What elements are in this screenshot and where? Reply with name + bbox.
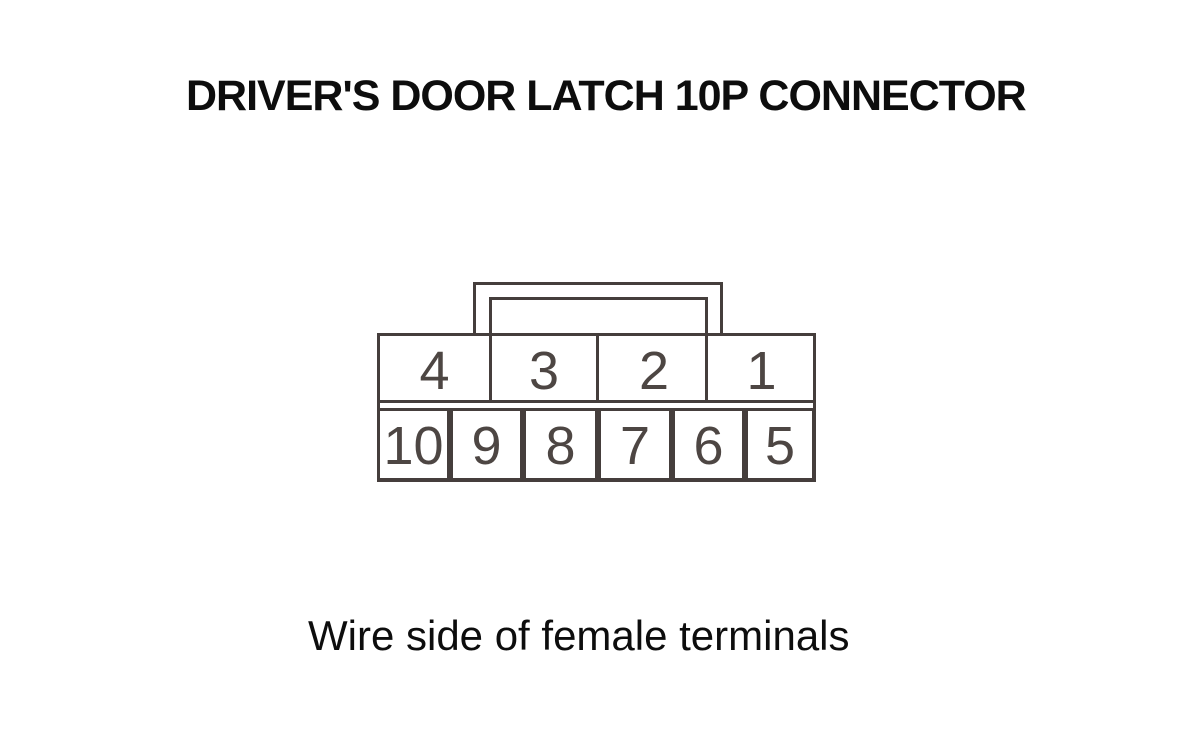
pin-cell-6: 6 (672, 408, 745, 481)
pin-cell-10: 10 (377, 408, 450, 481)
pin-cell-1: 1 (746, 341, 777, 401)
pin-cell-2: 2 (638, 341, 670, 401)
page-title: DRIVER'S DOOR LATCH 10P CONNECTOR (186, 72, 1027, 120)
connector-lock-tab-inner (489, 297, 708, 403)
top-row-center-divider-line (596, 333, 599, 403)
pin-cell-3: 3 (528, 341, 560, 401)
pin-cell-9: 9 (450, 408, 523, 481)
pin-cell-5: 5 (745, 408, 815, 481)
pin-cell-4: 4 (419, 341, 450, 401)
diagram-caption: Wire side of female terminals (308, 612, 850, 659)
pin-cell-7: 7 (598, 408, 672, 481)
connector-lock-tab-outer (473, 282, 723, 336)
pin-cell-8: 8 (523, 408, 598, 481)
